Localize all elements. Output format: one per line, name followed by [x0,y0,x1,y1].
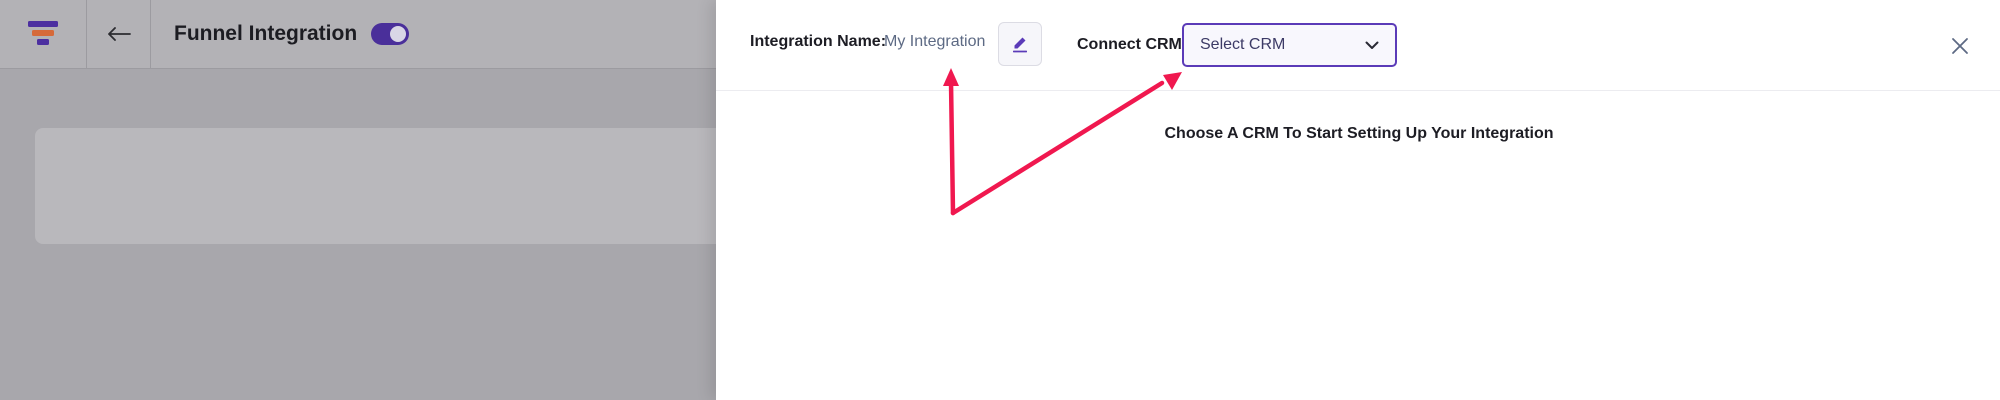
integration-name-value: My Integration [884,33,986,50]
crm-select[interactable]: Select CRM [1182,23,1397,67]
logo[interactable] [0,0,87,68]
funnel-logo-icon [28,21,58,45]
close-panel-button[interactable] [1948,34,1972,58]
pencil-icon [1013,37,1027,53]
connect-crm-label: Connect CRM [1077,36,1182,53]
toggle-knob [390,26,407,42]
edit-name-button[interactable] [998,22,1042,66]
chevron-down-icon [1365,41,1379,49]
arrow-left-icon [107,27,131,41]
panel-header: Integration Name: My Integration Connect… [716,0,2000,91]
funnel-status-toggle[interactable] [371,23,410,45]
back-button[interactable] [87,0,151,68]
background-card [35,128,735,244]
integration-name-label: Integration Name: [750,33,887,50]
crm-select-value: Select CRM [1200,36,1286,53]
close-icon [1952,38,1968,54]
empty-state-message: Choose A CRM To Start Setting Up Your In… [1164,125,1554,142]
integration-panel: Integration Name: My Integration Connect… [716,0,2000,400]
page-title: Funnel Integration [174,22,358,45]
